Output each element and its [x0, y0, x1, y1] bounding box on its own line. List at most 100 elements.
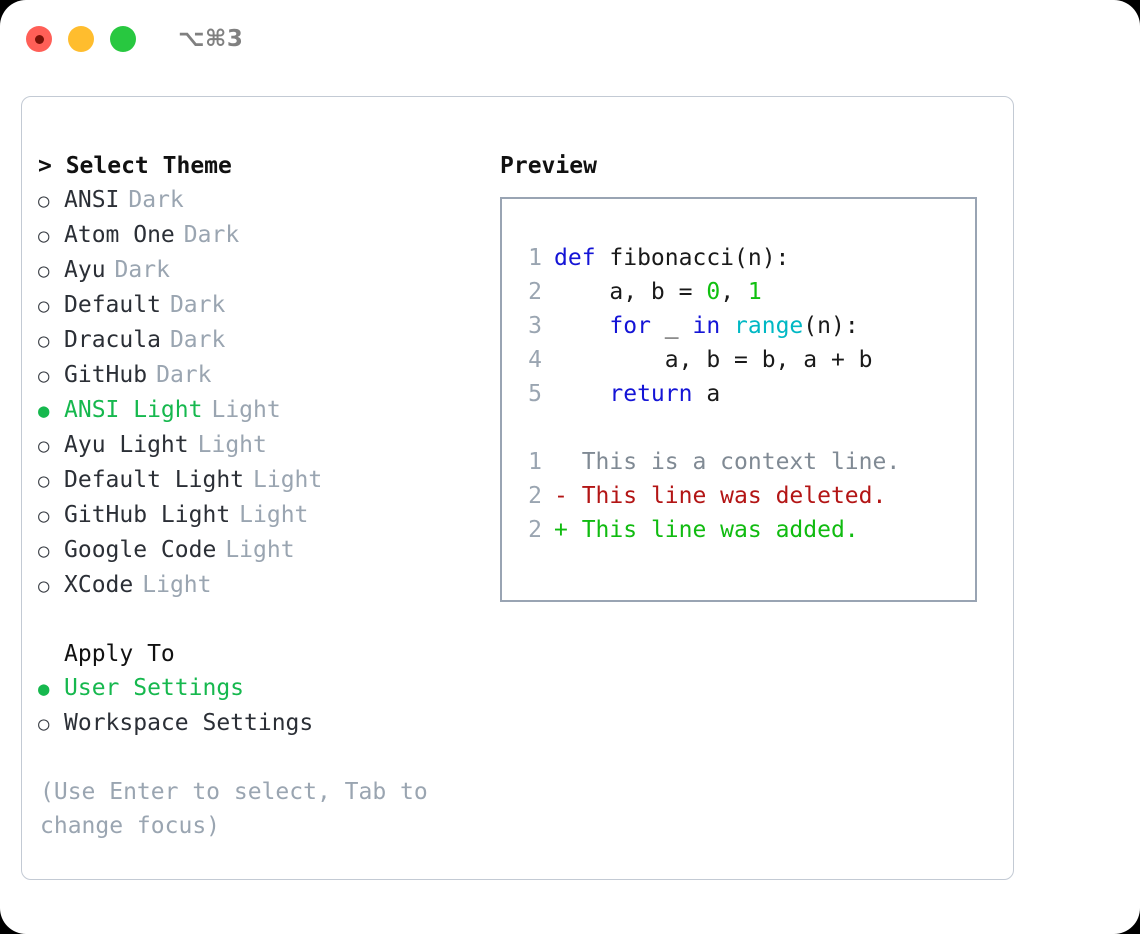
preview-title: Preview — [500, 153, 597, 179]
diff-line-context: 1 This is a context line. — [516, 445, 975, 479]
theme-option-label: Default Light — [64, 467, 245, 493]
radio-icon[interactable]: ○ — [38, 190, 50, 212]
theme-option-variant: Dark — [128, 187, 184, 213]
theme-option-xcode[interactable]: ○ XCode Light — [38, 568, 492, 603]
spacer — [516, 411, 975, 445]
theme-option-label: ANSI Light — [64, 397, 203, 423]
code-token-plain: , — [720, 279, 748, 305]
radio-icon[interactable]: ○ — [38, 365, 50, 387]
radio-icon[interactable]: ○ — [38, 505, 50, 527]
theme-option-variant: Light — [253, 467, 323, 493]
code-token-plain — [720, 313, 734, 339]
code-line: 2 a, b = 0, 1 — [516, 275, 975, 309]
theme-option-label: GitHub — [64, 362, 148, 388]
diff-text: This line was deleted. — [581, 483, 887, 509]
minimize-button[interactable] — [68, 26, 94, 52]
traffic-light-group — [26, 26, 136, 52]
line-number: 3 — [528, 313, 542, 339]
theme-option-ansi-dark[interactable]: ○ ANSI Dark — [38, 183, 492, 218]
radio-icon[interactable]: ○ — [38, 330, 50, 352]
theme-option-ayu-light[interactable]: ○ Ayu Light Light — [38, 428, 492, 463]
diff-marker: + — [554, 517, 582, 543]
apply-to-option-user-settings[interactable]: ● User Settings — [38, 671, 492, 706]
maximize-button[interactable] — [110, 26, 136, 52]
preview-column: Preview 1 def fibonacci(n): 2 a, b = 0, … — [492, 97, 1013, 879]
radio-icon[interactable]: ○ — [38, 540, 50, 562]
line-number: 4 — [528, 347, 542, 373]
keyboard-shortcut-label: ⌥⌘3 — [178, 26, 244, 52]
diff-marker: - — [554, 483, 582, 509]
code-token-plain: a, b = b, a + b — [554, 347, 873, 373]
apply-to-option-label: Workspace Settings — [64, 710, 314, 736]
radio-icon[interactable]: ○ — [38, 470, 50, 492]
code-line: 1 def fibonacci(n): — [516, 241, 975, 275]
theme-option-list: ○ ANSI Dark ○ Atom One Dark ○ Ayu Dark — [38, 183, 492, 603]
line-number: 1 — [528, 245, 542, 271]
theme-option-variant: Dark — [183, 222, 240, 248]
theme-option-label: Ayu Light — [64, 432, 189, 458]
theme-option-label: ANSI — [64, 187, 120, 213]
radio-icon-selected[interactable]: ● — [38, 400, 50, 422]
code-token-function: range — [734, 313, 804, 339]
radio-icon-selected[interactable]: ● — [38, 678, 50, 700]
diff-line-added: 2 + This line was added. — [516, 513, 975, 547]
radio-icon[interactable]: ○ — [38, 295, 50, 317]
radio-icon[interactable]: ○ — [38, 435, 50, 457]
theme-picker-column: > Select Theme ○ ANSI Dark ○ Atom One Da… — [22, 97, 492, 879]
theme-option-default-light[interactable]: ○ Default Light Light — [38, 463, 492, 498]
code-line: 5 return a — [516, 377, 975, 411]
theme-option-label: Default — [64, 292, 161, 318]
theme-option-ansi-light[interactable]: ● ANSI Light Light — [38, 393, 492, 428]
theme-option-atom-one-dark[interactable]: ○ Atom One Dark — [38, 218, 492, 253]
code-token-plain: a — [692, 381, 721, 407]
code-content: return a — [554, 377, 720, 411]
apply-to-option-label: User Settings — [64, 675, 245, 701]
theme-option-label: XCode — [64, 572, 134, 598]
radio-icon[interactable]: ○ — [38, 575, 50, 597]
line-number: 5 — [528, 381, 542, 407]
apply-to-group: Apply To ● User Settings ○ Workspace Set… — [38, 637, 492, 741]
code-content: a, b = b, a + b — [554, 343, 873, 377]
code-content: def fibonacci(n): — [554, 241, 789, 275]
theme-option-github-light[interactable]: ○ GitHub Light Light — [38, 498, 492, 533]
theme-option-google-code[interactable]: ○ Google Code Light — [38, 533, 492, 568]
code-token-plain: _ — [650, 313, 693, 339]
theme-option-variant: Light — [239, 502, 309, 528]
theme-option-variant: Dark — [169, 292, 226, 318]
theme-option-variant: Light — [211, 397, 281, 423]
theme-option-github-dark[interactable]: ○ GitHub Dark — [38, 358, 492, 393]
radio-icon[interactable]: ○ — [38, 260, 50, 282]
code-token-plain: fibonacci(n): — [595, 245, 790, 271]
theme-option-label: GitHub Light — [64, 502, 231, 528]
apply-to-heading: Apply To — [64, 641, 175, 667]
theme-option-variant: Light — [142, 572, 212, 598]
theme-option-ayu-dark[interactable]: ○ Ayu Dark — [38, 253, 492, 288]
code-line: 4 a, b = b, a + b — [516, 343, 975, 377]
code-token-plain: a, b = — [554, 279, 707, 305]
code-token-plain — [554, 381, 609, 407]
theme-option-dracula-dark[interactable]: ○ Dracula Dark — [38, 323, 492, 358]
page-title: > Select Theme — [38, 153, 232, 179]
theme-option-variant: Dark — [156, 362, 212, 388]
line-number: 2 — [528, 517, 542, 543]
close-button[interactable] — [26, 26, 52, 52]
theme-option-variant: Light — [225, 537, 295, 563]
apply-to-option-workspace-settings[interactable]: ○ Workspace Settings — [38, 706, 492, 741]
code-content: for _ in range(n): — [554, 309, 858, 343]
radio-icon[interactable]: ○ — [38, 225, 50, 247]
code-token-keyword: def — [554, 245, 596, 271]
theme-option-default-dark[interactable]: ○ Default Dark — [38, 288, 492, 323]
code-token-keyword: return — [609, 381, 693, 407]
title-bar: ⌥⌘3 — [0, 0, 1140, 78]
diff-marker — [554, 445, 582, 479]
radio-icon[interactable]: ○ — [38, 713, 50, 735]
theme-option-variant: Dark — [169, 327, 226, 353]
code-token-number: 1 — [747, 279, 762, 305]
diff-text: This is a context line. — [581, 449, 901, 475]
theme-option-variant: Dark — [114, 257, 170, 283]
code-token-plain — [554, 313, 609, 339]
diff-line-deleted: 2 - This line was deleted. — [516, 479, 975, 513]
line-number: 2 — [528, 279, 542, 305]
theme-option-label: Atom One — [64, 222, 175, 248]
